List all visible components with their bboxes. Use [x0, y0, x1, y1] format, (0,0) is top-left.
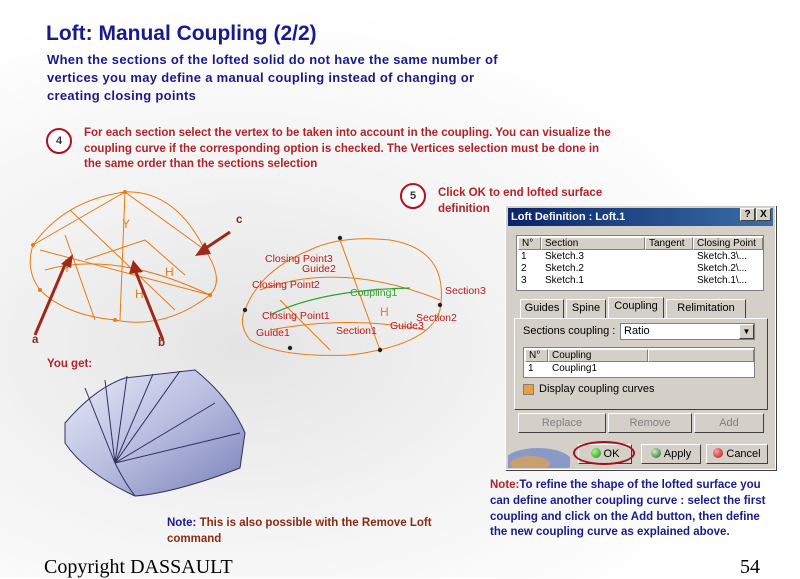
sec-row1-section[interactable]: Sketch.3 [545, 251, 584, 262]
guide1-label: Guide1 [256, 327, 290, 339]
coupling-row1-name[interactable]: Coupling1 [552, 363, 598, 374]
col-section[interactable]: Section [541, 237, 645, 250]
sections-coupling-select[interactable]: Ratio ▼ [620, 323, 755, 340]
sections-coupling-label: Sections coupling : [523, 325, 616, 337]
close-button[interactable]: X [756, 208, 771, 221]
label-c: c [236, 214, 243, 226]
display-coupling-label: Display coupling curves [539, 383, 655, 395]
slide-subtitle: When the sections of the lofted solid do… [47, 52, 498, 103]
dialog-title: Loft Definition : Loft.1 [511, 211, 626, 223]
sec-row1-closing[interactable]: Sketch.3\... [697, 251, 748, 262]
remove-button[interactable]: Remove [608, 413, 692, 433]
step-5-text: Click OK to end lofted surface definitio… [438, 187, 603, 215]
col-tangent[interactable]: Tangent [645, 237, 693, 250]
label-a: a [32, 334, 39, 346]
sketch1-h1: H [165, 265, 174, 279]
sketch2-h: H [380, 305, 389, 319]
sec-row2-n[interactable]: 2 [521, 263, 527, 274]
sec-row3-section[interactable]: Sketch.1 [545, 275, 584, 286]
sec-row2-closing[interactable]: Sketch.2\... [697, 263, 748, 274]
guide3-label: Guide3 [390, 320, 424, 332]
coupling-col-name[interactable]: Coupling [548, 349, 648, 362]
tab-relimitation[interactable]: Relimitation [666, 299, 746, 318]
label-b: b [158, 337, 166, 349]
display-coupling-checkbox[interactable] [523, 384, 534, 395]
coupling1-label: Coupling1 [350, 287, 397, 299]
chevron-down-icon[interactable]: ▼ [739, 324, 754, 339]
replace-button[interactable]: Replace [518, 413, 606, 433]
note2-text: To refine the shape of the lofted surfac… [490, 479, 766, 539]
closing-point1-label: Closing Point1 [262, 310, 330, 322]
closing-point3-label: Closing Point3 [265, 253, 333, 265]
section1-label: Section1 [336, 325, 377, 337]
sketch1-h2: H [135, 287, 144, 301]
section3-label: Section3 [445, 285, 486, 297]
coupling-panel [514, 318, 768, 410]
closing-point2-label: Closing Point2 [252, 279, 320, 291]
cancel-gem-icon [713, 448, 724, 458]
coupling-col-empty [648, 349, 754, 362]
sec-row3-closing[interactable]: Sketch.1\... [697, 275, 748, 286]
step-4-text: For each section select the vertex to be… [84, 127, 611, 170]
help-button[interactable]: ? [740, 208, 755, 221]
you-get-label: You get: [47, 358, 93, 370]
dialog-titlebar[interactable]: Loft Definition : Loft.1 [508, 208, 773, 226]
section2-label: Section2 [416, 312, 457, 324]
tab-guides[interactable]: Guides [520, 299, 564, 318]
sections-list[interactable]: N° Section Tangent Closing Point 1 Sketc… [516, 235, 764, 291]
add-button[interactable]: Add [694, 413, 764, 433]
slide-title: Loft: Manual Coupling (2/2) [46, 22, 317, 45]
note1-text: This is also possible with the Remove Lo… [167, 517, 432, 545]
col-closing-point[interactable]: Closing Point [693, 237, 763, 250]
sections-coupling-value: Ratio [624, 325, 650, 337]
wireframe-sketch-2: Closing Point3 Guide2 Closing Point2 Cou… [241, 235, 486, 356]
coupling-row1-n[interactable]: 1 [528, 363, 534, 374]
sketch1-y2: Y [122, 217, 130, 231]
ok-highlight-ring [573, 441, 635, 465]
tab-spine[interactable]: Spine [566, 299, 606, 318]
cancel-label: Cancel [726, 448, 761, 460]
page-number: 54 [740, 556, 760, 578]
copyright-footer: Copyright DASSAULT [44, 556, 233, 578]
sec-row1-n[interactable]: 1 [521, 251, 527, 262]
note-remove-loft: Note: This is also possible with the Rem… [167, 515, 457, 547]
apply-gem-icon [650, 448, 661, 458]
col-n[interactable]: N° [518, 237, 541, 250]
guide2-label: Guide2 [302, 263, 336, 275]
note1-keyword: Note: [167, 517, 197, 529]
loft-definition-dialog: Loft Definition : Loft.1 ? X N° Section … [505, 205, 776, 470]
sec-row2-section[interactable]: Sketch.2 [545, 263, 584, 274]
dialog-logo-decoration [508, 448, 570, 468]
apply-label: Apply [663, 448, 692, 460]
wireframe-sketch-1: H H Y Y [29, 190, 231, 341]
lofted-surface-result [64, 369, 246, 497]
note-refine-shape: Note:To refine the shape of the lofted s… [490, 478, 780, 541]
step-5-badge: 5 [400, 183, 426, 209]
apply-button[interactable]: Apply [641, 444, 701, 464]
cancel-button[interactable]: Cancel [706, 444, 768, 464]
coupling-col-n[interactable]: N° [525, 349, 548, 362]
tab-coupling[interactable]: Coupling [608, 297, 664, 319]
step-4-badge: 4 [46, 128, 72, 154]
note2-keyword: Note: [490, 479, 520, 491]
sec-row3-n[interactable]: 3 [521, 275, 527, 286]
sketch1-y1: Y [63, 261, 71, 275]
coupling-list[interactable]: N° Coupling 1 Coupling1 [523, 347, 755, 378]
